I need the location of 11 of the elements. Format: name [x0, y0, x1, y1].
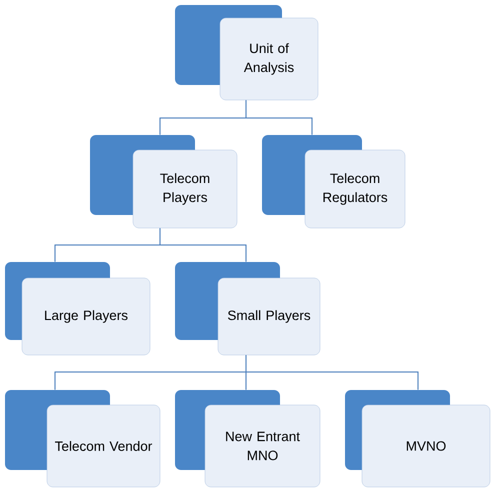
connector-line [246, 354, 418, 390]
org-box: Telecom Players [90, 135, 238, 228]
org-box: Telecom Vendor [5, 390, 160, 488]
org-box: Large Players [5, 262, 150, 356]
org-box: MVNO [345, 390, 490, 488]
org-box: Small Players [175, 262, 320, 356]
connector-line [160, 228, 246, 262]
connector-line [246, 100, 312, 136]
org-box: Unit of Analysis [175, 5, 318, 100]
org-box: Telecom Regulators [262, 135, 406, 228]
org-box: New Entrant MNO [175, 390, 320, 488]
